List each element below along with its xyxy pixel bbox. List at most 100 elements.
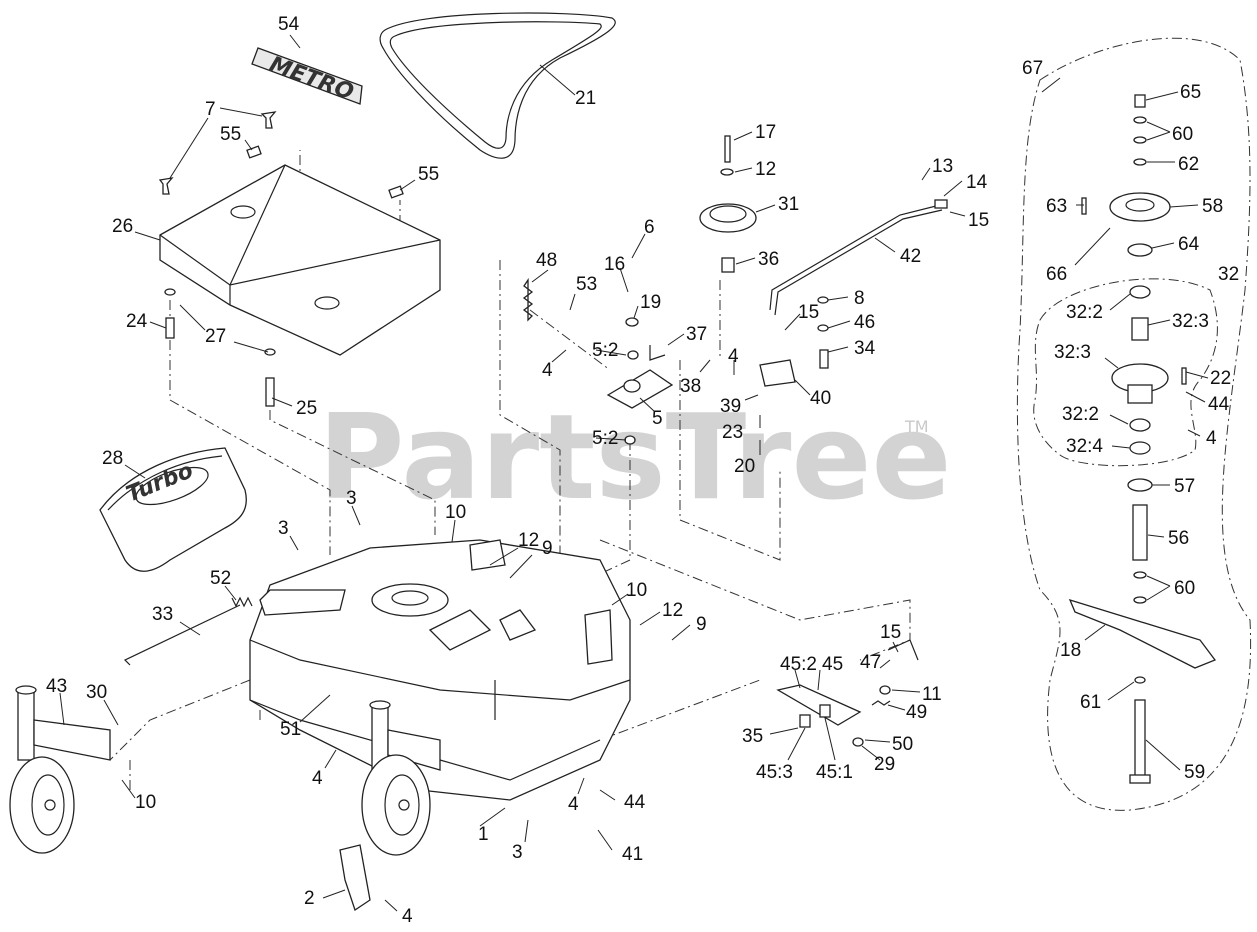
callout-4: 4 (542, 360, 553, 381)
callout-36: 36 (758, 249, 779, 270)
callout-3: 3 (346, 488, 357, 509)
callout-10: 10 (626, 580, 647, 601)
callout-31: 31 (778, 194, 799, 215)
callout-32: 32 (1218, 264, 1239, 285)
bracket-2 (339, 844, 371, 912)
callout-46: 46 (854, 312, 875, 333)
callout-60: 60 (1174, 578, 1195, 599)
callout-17: 17 (755, 122, 776, 143)
callout-59: 59 (1184, 762, 1205, 783)
callout-12: 12 (518, 530, 539, 551)
callout-55: 55 (220, 124, 241, 145)
callout-22: 22 (1210, 368, 1231, 389)
callout-39: 39 (720, 396, 741, 417)
callout-37: 37 (686, 324, 707, 345)
callout-4: 4 (1206, 428, 1217, 449)
watermark-tm: TM (904, 417, 929, 436)
callout-45-3: 45:3 (756, 762, 793, 783)
callout-38: 38 (680, 376, 701, 397)
mower-deck (249, 539, 631, 801)
callout-32-3: 32:3 (1054, 342, 1091, 363)
callout-61: 61 (1080, 692, 1101, 713)
belt (379, 12, 616, 159)
callout-6: 6 (644, 217, 655, 238)
idler-pulley (699, 135, 757, 273)
callout-10: 10 (445, 502, 466, 523)
callout-5-2: 5:2 (592, 340, 618, 361)
callout-19: 19 (640, 292, 661, 313)
lift-lever (776, 639, 919, 747)
callout-15: 15 (880, 622, 901, 643)
callout-56: 56 (1168, 528, 1189, 549)
callout-32-2: 32:2 (1062, 404, 1099, 425)
callout-4: 4 (728, 346, 739, 367)
callout-40: 40 (810, 388, 831, 409)
callout-12: 12 (662, 600, 683, 621)
callout-labels: 54 21 7 55 55 26 24 27 25 28 3 3 10 12 9… (46, 14, 1239, 927)
callout-54: 54 (278, 14, 300, 35)
callout-64: 64 (1178, 234, 1200, 255)
left-caster-wheel (9, 685, 111, 854)
callout-30: 30 (86, 682, 107, 703)
callout-15: 15 (968, 210, 989, 231)
deck-cover (159, 164, 441, 356)
callout-57: 57 (1174, 476, 1195, 497)
callout-27: 27 (205, 326, 226, 347)
callout-26: 26 (112, 216, 133, 237)
callout-24: 24 (126, 311, 148, 332)
callout-2: 2 (304, 888, 315, 909)
callout-32-2: 32:2 (1066, 302, 1103, 323)
callout-43: 43 (46, 676, 67, 697)
callout-1: 1 (478, 824, 489, 845)
callout-44: 44 (1208, 394, 1230, 415)
callout-50: 50 (892, 734, 913, 755)
callout-5-2: 5:2 (592, 428, 618, 449)
callout-3: 3 (512, 842, 523, 863)
callout-23: 23 (722, 422, 743, 443)
spindle-assembly (1016, 37, 1252, 811)
callout-29: 29 (874, 754, 895, 775)
metro-decal: METRO (251, 47, 363, 106)
callout-49: 49 (906, 702, 927, 723)
cover-hardware (158, 111, 404, 407)
callout-63: 63 (1046, 196, 1067, 217)
callout-5: 5 (652, 408, 663, 429)
callout-9: 9 (696, 614, 707, 635)
callout-47: 47 (860, 652, 881, 673)
callout-34: 34 (854, 338, 876, 359)
right-caster-wheel (361, 700, 441, 856)
rod-and-spring (123, 596, 253, 666)
callout-10: 10 (135, 792, 156, 813)
callout-9: 9 (542, 538, 553, 559)
callout-60: 60 (1172, 124, 1193, 145)
callout-16: 16 (604, 254, 625, 275)
callout-4: 4 (312, 768, 323, 789)
callout-18: 18 (1060, 640, 1081, 661)
callout-45: 45 (822, 654, 843, 675)
callout-67: 67 (1022, 58, 1043, 79)
callout-4: 4 (568, 794, 579, 815)
callout-4: 4 (402, 906, 413, 927)
callout-7: 7 (205, 99, 216, 120)
callout-21: 21 (575, 88, 596, 109)
callout-3: 3 (278, 518, 289, 539)
leader-lines (59, 34, 1209, 912)
callout-11: 11 (922, 684, 942, 705)
callout-25: 25 (296, 398, 317, 419)
callout-65: 65 (1180, 82, 1201, 103)
callout-35: 35 (742, 726, 763, 747)
callout-62: 62 (1178, 154, 1199, 175)
callout-58: 58 (1202, 196, 1223, 217)
callout-42: 42 (900, 246, 921, 267)
callout-14: 14 (966, 172, 988, 193)
callout-48: 48 (536, 250, 557, 271)
callout-33: 33 (152, 604, 173, 625)
callout-28: 28 (102, 448, 123, 469)
callout-12: 12 (755, 159, 776, 180)
callout-55: 55 (418, 164, 439, 185)
callout-45-1: 45:1 (816, 762, 853, 783)
control-rod (759, 199, 948, 387)
callout-41: 41 (622, 844, 643, 865)
callout-15: 15 (798, 302, 819, 323)
